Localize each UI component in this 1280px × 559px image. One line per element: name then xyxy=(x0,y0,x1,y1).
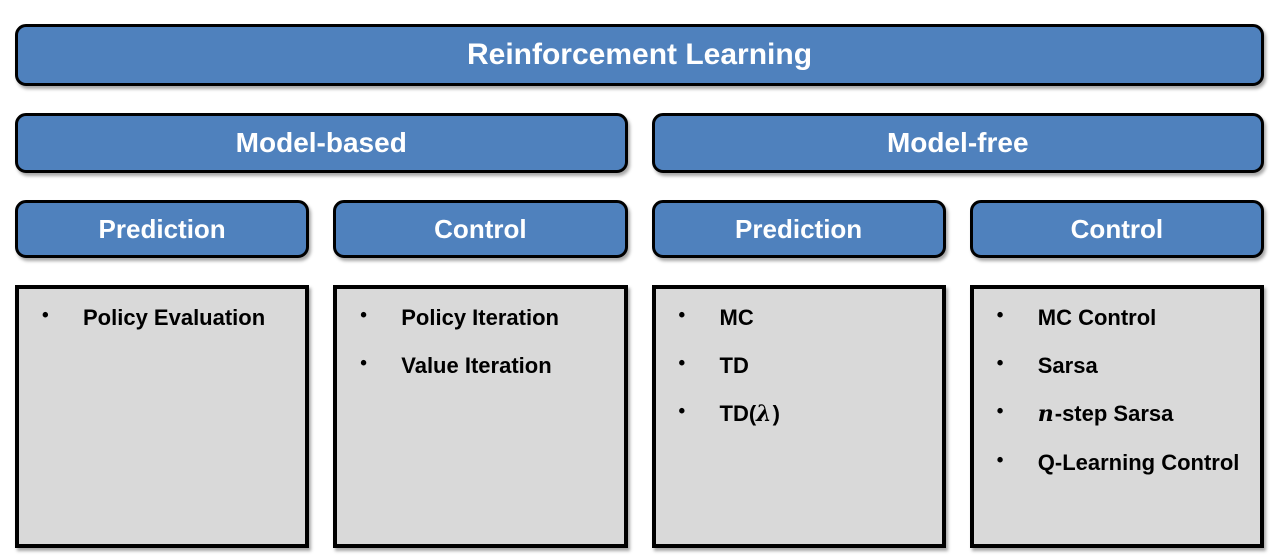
list-panel-model-based-prediction: Policy Evaluation xyxy=(15,285,310,548)
list-item: n-step Sarsa xyxy=(974,402,1252,426)
item-text: Sarsa xyxy=(1037,353,1098,379)
header-label: Prediction xyxy=(735,213,863,244)
branch-label: Model-based xyxy=(235,127,407,158)
item-text: Value Iteration xyxy=(401,353,552,379)
header-node-model-based-control: Control xyxy=(333,200,628,258)
header-label: Control xyxy=(434,213,527,244)
list-item: TD(λ) xyxy=(656,402,934,426)
header-node-model-free-control: Control xyxy=(969,200,1264,258)
list-panel-model-free-prediction: MC TD TD(λ) xyxy=(651,285,946,548)
item-text: TD( xyxy=(719,401,757,427)
algorithm-list: MC TD TD(λ) xyxy=(656,289,942,451)
math-symbol: n xyxy=(1037,401,1054,428)
list-item: MC xyxy=(656,306,934,329)
root-node-label: Reinforcement Learning xyxy=(466,38,813,71)
header-label: Control xyxy=(1070,213,1164,244)
branch-node-model-free: Model-free xyxy=(651,113,1264,173)
list-item: Sarsa xyxy=(974,354,1252,377)
list-panel-model-free-control: MC ControlSarsa n-step SarsaQ-Learning Co… xyxy=(969,285,1264,548)
list-item: Policy Evaluation xyxy=(19,306,297,329)
list-item: Policy Iteration xyxy=(337,306,615,329)
algorithm-list: Policy IterationValue Iteration xyxy=(337,289,623,402)
header-label: Prediction xyxy=(98,213,226,244)
root-node-reinforcement-learning: Reinforcement Learning xyxy=(15,24,1264,86)
item-text: Policy Iteration xyxy=(401,305,559,330)
list-item: Q-Learning Control xyxy=(974,451,1252,474)
branch-node-model-based: Model-based xyxy=(15,113,628,173)
item-text: Policy Evaluation xyxy=(83,305,266,330)
header-node-model-free-prediction: Prediction xyxy=(651,200,946,258)
list-item: Value Iteration xyxy=(337,354,615,377)
list-panel-model-based-control: Policy IterationValue Iteration xyxy=(333,285,628,548)
algorithm-list: Policy Evaluation xyxy=(19,289,305,354)
header-node-model-based-prediction: Prediction xyxy=(15,200,310,258)
math-symbol: λ xyxy=(756,401,772,428)
item-text: MC Control xyxy=(1037,305,1157,330)
item-text: TD xyxy=(719,353,749,379)
branch-label: Model-free xyxy=(886,127,1029,158)
list-item: MC Control xyxy=(974,306,1252,329)
algorithm-list: MC ControlSarsa n-step SarsaQ-Learning Co… xyxy=(974,289,1260,499)
item-text: Q-Learning Control xyxy=(1037,450,1240,476)
item-text: MC xyxy=(719,305,754,330)
item-text: -step Sarsa xyxy=(1054,401,1174,427)
list-item: TD xyxy=(656,354,934,377)
item-text: ) xyxy=(772,401,780,427)
